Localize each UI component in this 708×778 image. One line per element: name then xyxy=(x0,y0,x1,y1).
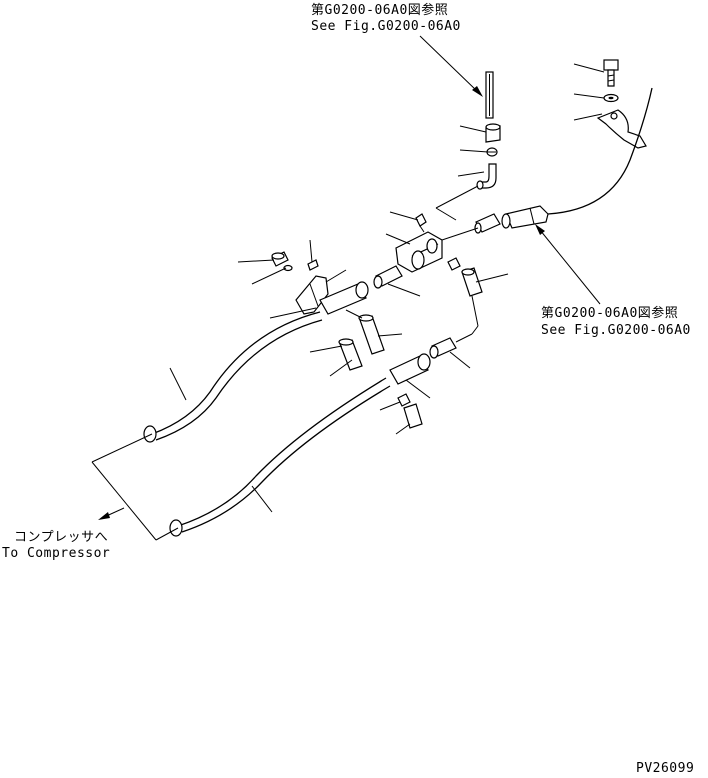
arrow-icon xyxy=(472,86,483,97)
hose-icon xyxy=(169,353,431,537)
assembly-lines xyxy=(91,185,479,541)
reference-label-right: 第G0200-06A0図参照 See Fig.G0200-06A0 xyxy=(535,224,691,338)
compressor-en: To Compressor xyxy=(2,546,110,561)
reference-en-top: See Fig.G0200-06A0 xyxy=(311,19,461,34)
arrow-icon xyxy=(98,512,110,520)
bolt-icon xyxy=(397,393,423,429)
arrow-icon xyxy=(535,224,545,235)
bolt-icon xyxy=(358,314,385,355)
connector-icon xyxy=(429,325,479,359)
reference-en-right: See Fig.G0200-06A0 xyxy=(541,323,691,338)
manifold-block xyxy=(395,227,479,273)
reference-jp-top: 第G0200-06A0図参照 xyxy=(311,2,448,18)
hose-icon xyxy=(143,281,369,443)
bolt-icon xyxy=(447,257,483,297)
bolt-icon xyxy=(307,259,319,271)
connector-icon xyxy=(485,123,501,143)
clamp-icon xyxy=(596,109,647,149)
elbow-fitting-icon xyxy=(476,163,497,190)
reference-leader-right xyxy=(539,229,601,305)
compressor-jp: コンプレッサへ xyxy=(14,530,108,545)
leader-lines xyxy=(169,63,605,513)
bolt-icon xyxy=(415,213,427,233)
connector-icon xyxy=(474,213,501,234)
reference-leader-top xyxy=(419,35,479,93)
connector-icon xyxy=(271,251,289,267)
bolt-icon xyxy=(338,338,363,371)
drawing-code: PV26099 xyxy=(636,761,694,776)
washer-icon xyxy=(603,93,619,103)
bolt-icon xyxy=(603,59,619,87)
connector-icon xyxy=(486,147,498,157)
compressor-label: コンプレッサへ To Compressor xyxy=(2,507,125,561)
clamp-icon xyxy=(295,275,329,315)
reference-label-top: 第G0200-06A0図参照 See Fig.G0200-06A0 xyxy=(311,2,483,97)
connector-icon xyxy=(373,265,403,289)
hose-icon xyxy=(501,87,653,229)
hose-icon xyxy=(485,71,494,119)
reference-jp-right: 第G0200-06A0図参照 xyxy=(541,305,678,321)
washer-icon xyxy=(283,264,293,272)
